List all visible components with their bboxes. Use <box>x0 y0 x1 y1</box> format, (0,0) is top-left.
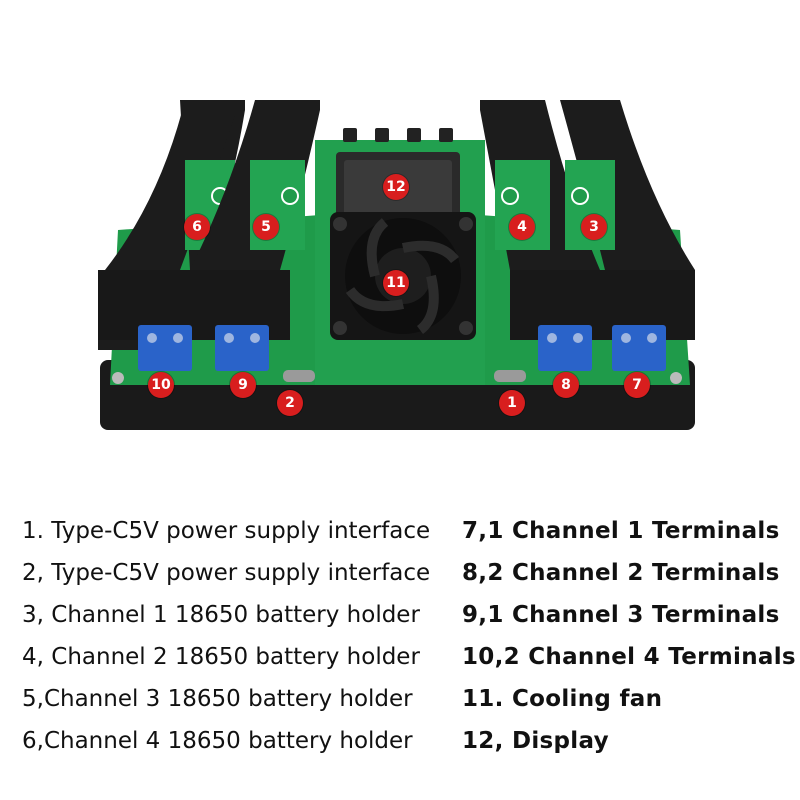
marker-3: 3 <box>581 214 607 240</box>
legend-item-11: 11. Cooling fan <box>462 686 663 712</box>
buttons <box>343 128 453 142</box>
legend-item-3: 3, Channel 1 18650 battery holder <box>22 602 420 628</box>
legend-item-10: 10,2 Channel 4 Terminals <box>462 644 796 670</box>
legend-item-2: 2, Type-C5V power supply interface <box>22 560 431 586</box>
marker-11: 11 <box>383 270 409 296</box>
usb-c-ports <box>283 370 526 382</box>
marker-5: 5 <box>253 214 279 240</box>
legend-item-7: 7,1 Channel 1 Terminals <box>462 518 780 544</box>
legend-right: 7,1 Channel 1 Terminals 8,2 Channel 2 Te… <box>462 510 796 762</box>
legend-item-6: 6,Channel 4 18650 battery holder <box>22 728 413 754</box>
product-photo <box>98 100 695 430</box>
marker-9: 9 <box>230 372 256 398</box>
legend-item-4: 4, Channel 2 18650 battery holder <box>22 644 420 670</box>
legend-left: 1. Type-C5V power supply interface 2, Ty… <box>22 510 442 762</box>
legend-item-5: 5,Channel 3 18650 battery holder <box>22 686 413 712</box>
legend-item-1: 1. Type-C5V power supply interface <box>22 518 431 544</box>
marker-12: 12 <box>383 174 409 200</box>
legend-item-8: 8,2 Channel 2 Terminals <box>462 560 780 586</box>
marker-4: 4 <box>509 214 535 240</box>
marker-8: 8 <box>553 372 579 398</box>
marker-7: 7 <box>624 372 650 398</box>
legend-item-9: 9,1 Channel 3 Terminals <box>462 602 780 628</box>
marker-2: 2 <box>277 390 303 416</box>
legend-item-12: 12, Display <box>462 728 609 754</box>
marker-6: 6 <box>184 214 210 240</box>
marker-10: 10 <box>148 372 174 398</box>
marker-1: 1 <box>499 390 525 416</box>
